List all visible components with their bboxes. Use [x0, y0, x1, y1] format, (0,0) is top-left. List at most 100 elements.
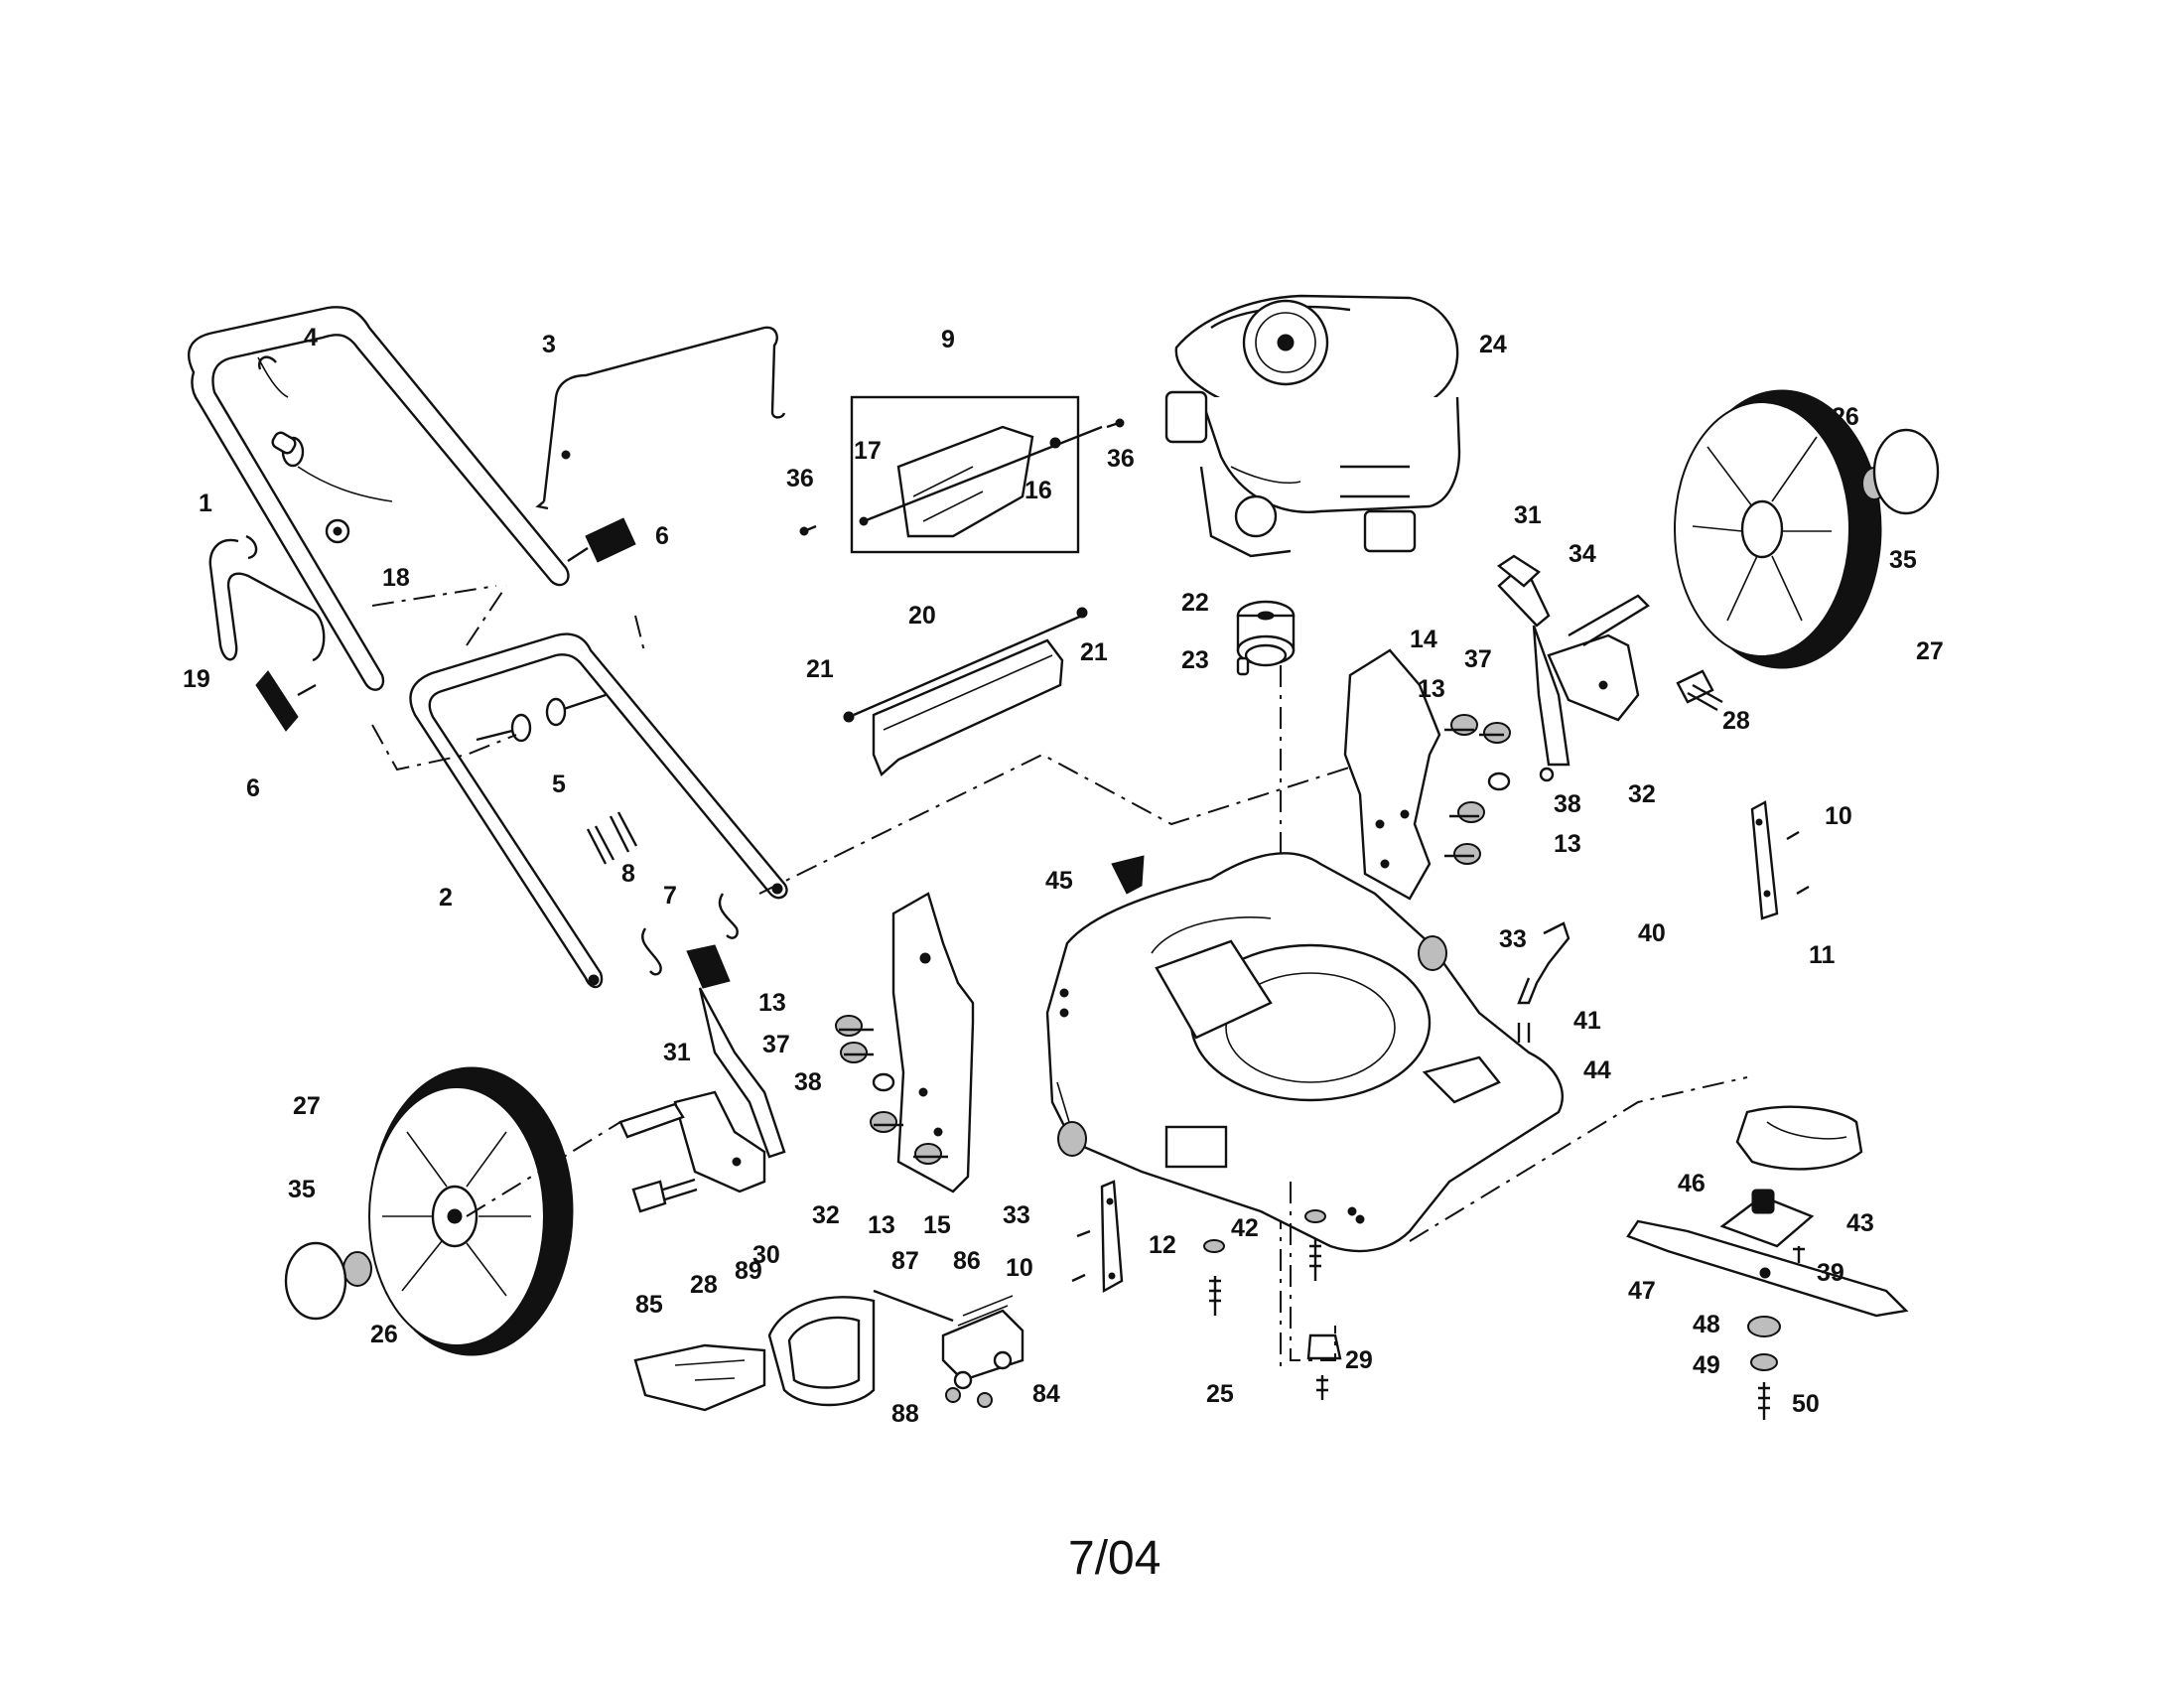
blade-washer [1747, 1316, 1781, 1337]
lever-pivot [1539, 767, 1555, 782]
callout: 45 [1045, 867, 1073, 895]
callout: 35 [288, 1176, 316, 1203]
cable-clip [258, 355, 297, 455]
callout: 48 [1693, 1311, 1720, 1338]
callout: 86 [953, 1247, 981, 1275]
callout: 43 [1846, 1209, 1874, 1237]
spacer [1057, 1121, 1087, 1157]
wheel-bolt [1676, 669, 1723, 712]
callout: 32 [1628, 780, 1656, 808]
mulch-plug [767, 1296, 876, 1407]
discharge-bracket [1517, 921, 1570, 1043]
hubcap [1872, 428, 1940, 515]
screw [1106, 418, 1125, 429]
callout: 87 [891, 1247, 919, 1275]
callout: 85 [635, 1291, 663, 1319]
callout: 38 [1554, 790, 1581, 818]
screw [1786, 830, 1810, 896]
height-adjust-lever [1496, 554, 1570, 767]
callout: 18 [382, 564, 410, 592]
callout: 27 [1916, 637, 1944, 665]
shoulder-bolt [1444, 714, 1478, 736]
deck-bolt [1316, 1375, 1328, 1400]
callout: 2 [439, 884, 453, 912]
nut [945, 1387, 993, 1408]
callout: 25 [1206, 1380, 1234, 1408]
shoulder-bolt [1479, 722, 1511, 744]
callout: 1 [199, 490, 212, 517]
callout: 27 [293, 1092, 321, 1120]
callout: 23 [1181, 646, 1209, 674]
mulch-bracket [1100, 1180, 1124, 1294]
callout: 24 [1479, 331, 1507, 358]
height-adjust-lever [686, 944, 786, 1159]
callout: 10 [1006, 1254, 1033, 1282]
callout: 44 [1583, 1056, 1611, 1084]
handle-nut [325, 518, 350, 544]
deck-bolt [1203, 1239, 1225, 1316]
callout: 19 [183, 665, 210, 693]
callout: 12 [1149, 1231, 1176, 1259]
callout: 88 [891, 1400, 919, 1428]
blade-bolt [1758, 1382, 1770, 1420]
wheel-bolt [631, 1178, 698, 1213]
handle-knob [255, 670, 317, 732]
axle-bracket [1547, 594, 1650, 722]
callout: 29 [1345, 1346, 1373, 1374]
callout: 13 [1418, 675, 1445, 703]
rear-wheel-left [368, 1066, 574, 1356]
rear-door [843, 607, 1088, 777]
callout: 13 [758, 989, 786, 1017]
shoulder-bolt [840, 1042, 874, 1063]
callout: 33 [1499, 925, 1527, 953]
callout: 21 [1080, 638, 1108, 666]
callout: 41 [1573, 1007, 1601, 1035]
height-bracket-left [891, 892, 975, 1193]
callout: 84 [1032, 1380, 1060, 1408]
callout: 37 [1464, 645, 1492, 673]
callout: 22 [1181, 589, 1209, 617]
callout: 13 [868, 1211, 895, 1239]
callout: 46 [1678, 1170, 1706, 1197]
operator-bail [208, 534, 326, 662]
callout: 3 [542, 331, 556, 358]
callout: 34 [1569, 540, 1596, 568]
callout: 30 [752, 1241, 780, 1269]
screw [799, 524, 817, 536]
wheel-nut [342, 1251, 372, 1287]
shoulder-bolt [1444, 843, 1481, 865]
callout: 36 [1107, 445, 1135, 473]
callout: 10 [1825, 802, 1852, 830]
callout: 26 [1832, 403, 1859, 431]
pulley-key [1236, 656, 1250, 676]
handle-knob [567, 517, 636, 563]
deck-bolt [1304, 1209, 1326, 1281]
hairpin-clip [586, 811, 638, 865]
callout: 47 [1628, 1277, 1656, 1305]
callout: 26 [370, 1321, 398, 1348]
revision-date: 7/04 [1068, 1532, 1160, 1585]
handle-bolt [476, 693, 607, 743]
drive-pulley [1236, 600, 1296, 667]
callout: 28 [690, 1271, 718, 1299]
screw [1071, 1229, 1091, 1283]
callout: 37 [762, 1031, 790, 1058]
callout: 6 [246, 774, 260, 802]
callout: 38 [794, 1068, 822, 1096]
engine [1164, 294, 1461, 558]
shoulder-bolt [835, 1015, 874, 1037]
callout: 15 [923, 1211, 951, 1239]
callout: 40 [1638, 919, 1666, 947]
callout: 31 [663, 1039, 691, 1066]
deck-nut [1306, 1333, 1342, 1360]
flap-spring-assembly [873, 1289, 1024, 1390]
blade-adapter [1719, 1189, 1815, 1248]
callout: 39 [1817, 1259, 1844, 1287]
callout: 14 [1410, 626, 1437, 653]
callout: 28 [1722, 707, 1750, 735]
mower-deck [1045, 852, 1564, 1253]
screw [1793, 1246, 1805, 1263]
hubcap [284, 1241, 347, 1321]
deck-plug [1111, 855, 1145, 895]
callout: 32 [812, 1201, 840, 1229]
